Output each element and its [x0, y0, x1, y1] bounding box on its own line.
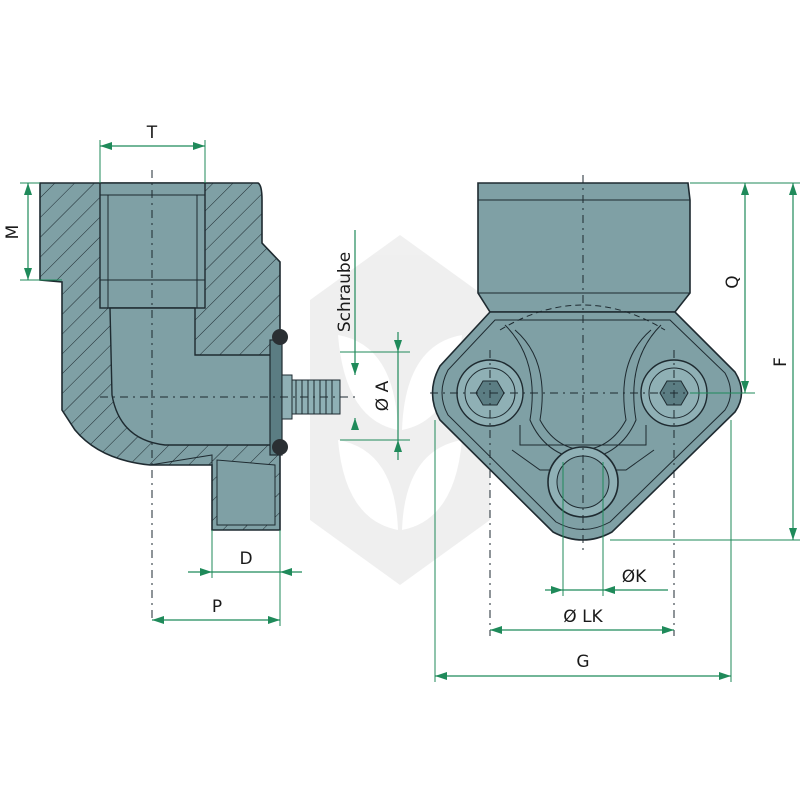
housing-upper: [477, 182, 691, 313]
dimension-Q: Q: [690, 182, 800, 394]
dimension-schraube: Schraube: [335, 230, 359, 430]
front-view: [430, 175, 755, 636]
dimension-D: D: [188, 530, 302, 578]
dimension-P: P: [152, 530, 281, 626]
dimension-F: F: [610, 183, 800, 541]
label-A: Ø A: [373, 380, 393, 411]
threaded-bore: [99, 182, 206, 309]
side-section-view: [39, 170, 360, 620]
label-K: ØK: [622, 567, 647, 587]
bolt: [281, 374, 341, 420]
label-LK: Ø LK: [563, 607, 603, 627]
dimension-K: ØK: [545, 462, 668, 596]
o-ring-bottom: [272, 439, 288, 455]
label-M: M: [3, 225, 23, 240]
dimension-T: T: [99, 123, 206, 183]
label-G: G: [576, 652, 589, 672]
label-Q: Q: [723, 275, 743, 288]
label-D: D: [239, 549, 252, 569]
label-F: F: [771, 357, 791, 367]
label-T: T: [146, 123, 158, 143]
label-schraube: Schraube: [335, 252, 355, 332]
label-P: P: [212, 597, 222, 617]
o-ring-top: [272, 329, 288, 345]
dimension-LK: Ø LK: [490, 607, 674, 634]
dimension-M: M: [3, 182, 62, 281]
dimension-A: Ø A: [340, 332, 410, 460]
dimension-G: G: [434, 420, 732, 682]
